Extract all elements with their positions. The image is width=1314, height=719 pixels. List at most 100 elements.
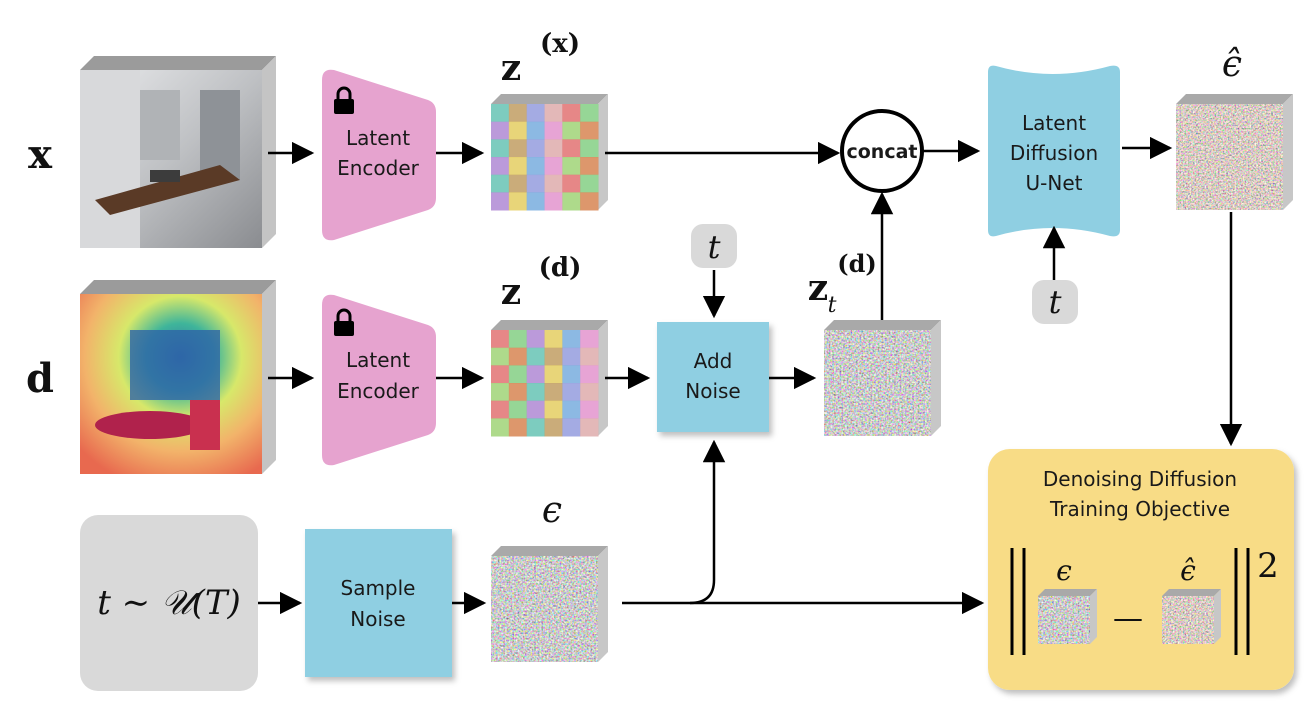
latent-patch bbox=[562, 192, 581, 211]
zx-label: z (x) bbox=[501, 29, 580, 89]
latent-patch bbox=[562, 104, 581, 123]
latent-patch bbox=[544, 121, 563, 140]
svg-text:Training Objective: Training Objective bbox=[1049, 497, 1230, 521]
latent-patch bbox=[491, 174, 510, 193]
latent-patch bbox=[508, 400, 528, 419]
latent-patch bbox=[562, 139, 581, 158]
latent-patch bbox=[562, 121, 581, 140]
latent-patch bbox=[562, 418, 581, 437]
encoder-x-line2: Encoder bbox=[337, 156, 420, 180]
latent-patch bbox=[491, 104, 510, 123]
encoder-d-line2: Encoder bbox=[337, 379, 420, 403]
add-noise-box: Add Noise bbox=[657, 322, 769, 432]
latent-patch bbox=[491, 418, 510, 437]
latent-patch bbox=[580, 121, 599, 140]
latent-patch bbox=[491, 139, 510, 158]
latent-patch bbox=[526, 400, 545, 419]
svg-text:Denoising Diffusion: Denoising Diffusion bbox=[1043, 467, 1237, 491]
svg-text:concat: concat bbox=[846, 141, 917, 163]
lock-icon bbox=[334, 308, 354, 336]
t-badge-unet: t bbox=[1032, 280, 1078, 324]
latent-patch bbox=[580, 400, 599, 419]
latent-patch bbox=[544, 174, 563, 193]
svg-text:t: t bbox=[1049, 283, 1062, 321]
latent-patch bbox=[580, 418, 599, 437]
latent-patch bbox=[580, 192, 599, 211]
svg-text:t: t bbox=[708, 228, 721, 266]
latent-patch bbox=[544, 383, 563, 402]
latent-patch bbox=[544, 157, 563, 176]
timestep-sample-box: t ∼ 𝒰(T) bbox=[80, 515, 258, 691]
latent-patch bbox=[580, 174, 599, 193]
arrow-eps-to-addnoise bbox=[622, 439, 726, 605]
svg-text:2: 2 bbox=[1257, 546, 1279, 586]
latent-patch bbox=[580, 104, 599, 123]
latent-patch bbox=[508, 192, 528, 211]
encoder-x-line1: Latent bbox=[346, 126, 410, 150]
latent-patch bbox=[491, 347, 510, 366]
latent-encoder-x: Latent Encoder bbox=[322, 69, 436, 241]
x-input-symbol: x bbox=[28, 131, 53, 178]
latent-patch bbox=[562, 383, 581, 402]
svg-text:z: z bbox=[808, 267, 828, 309]
latent-patch bbox=[544, 139, 563, 158]
latent-patch bbox=[580, 347, 599, 366]
latent-patch bbox=[491, 330, 510, 349]
svg-text:Add: Add bbox=[694, 349, 733, 373]
latent-patch bbox=[544, 418, 563, 437]
latent-patch bbox=[562, 400, 581, 419]
svg-text:—: — bbox=[1113, 601, 1143, 636]
latent-patch bbox=[491, 383, 510, 402]
zd-label: z (d) bbox=[501, 253, 582, 313]
latent-patch bbox=[508, 418, 528, 437]
training-objective-box: Denoising Diffusion Training Objective 2… bbox=[988, 449, 1294, 690]
latent-patch bbox=[526, 174, 545, 193]
latent-patch bbox=[580, 330, 599, 349]
latent-patch bbox=[562, 330, 581, 349]
svg-text:Noise: Noise bbox=[350, 607, 405, 631]
latent-patch bbox=[508, 104, 528, 123]
svg-text:t: t bbox=[828, 293, 837, 318]
concat-node: concat bbox=[840, 109, 924, 193]
latent-zx-cube bbox=[491, 94, 608, 211]
latent-patch bbox=[580, 365, 599, 384]
sample-noise-box: Sample Noise bbox=[305, 529, 452, 677]
latent-patch bbox=[526, 365, 545, 384]
latent-patch bbox=[580, 139, 599, 158]
latent-patch bbox=[526, 139, 545, 158]
latent-patch bbox=[544, 365, 563, 384]
latent-patch bbox=[491, 192, 510, 211]
svg-text:ϵ̂: ϵ̂ bbox=[1180, 554, 1196, 587]
latent-patch bbox=[508, 347, 528, 366]
latent-patch bbox=[544, 400, 563, 419]
latent-patch bbox=[544, 192, 563, 211]
latent-patch bbox=[526, 104, 545, 123]
latent-patch bbox=[491, 121, 510, 140]
latent-patch bbox=[508, 365, 528, 384]
latent-patch bbox=[544, 330, 563, 349]
latent-patch bbox=[526, 330, 545, 349]
depth-image-d bbox=[80, 280, 276, 474]
latent-diffusion-unet: Latent Diffusion U-Net bbox=[988, 65, 1120, 237]
zt-label: z (d) t bbox=[808, 249, 877, 318]
latent-encoder-d: Latent Encoder bbox=[322, 294, 436, 466]
latent-patch bbox=[508, 139, 528, 158]
svg-text:Noise: Noise bbox=[685, 379, 740, 403]
svg-text:z: z bbox=[501, 271, 521, 313]
noise-eps-cube bbox=[491, 546, 608, 662]
latent-patch bbox=[562, 365, 581, 384]
svg-text:(x): (x) bbox=[540, 29, 580, 59]
latent-patch bbox=[508, 383, 528, 402]
latent-patch bbox=[544, 347, 563, 366]
svg-text:t ∼ 𝒰(T): t ∼ 𝒰(T) bbox=[97, 583, 241, 623]
latent-patch bbox=[526, 157, 545, 176]
svg-text:Diffusion: Diffusion bbox=[1010, 141, 1098, 165]
latent-patch bbox=[526, 418, 545, 437]
lock-icon bbox=[334, 86, 354, 114]
svg-text:(d): (d) bbox=[539, 253, 582, 283]
t-badge-addnoise: t bbox=[691, 224, 737, 268]
latent-patch bbox=[580, 157, 599, 176]
latent-patch bbox=[508, 157, 528, 176]
